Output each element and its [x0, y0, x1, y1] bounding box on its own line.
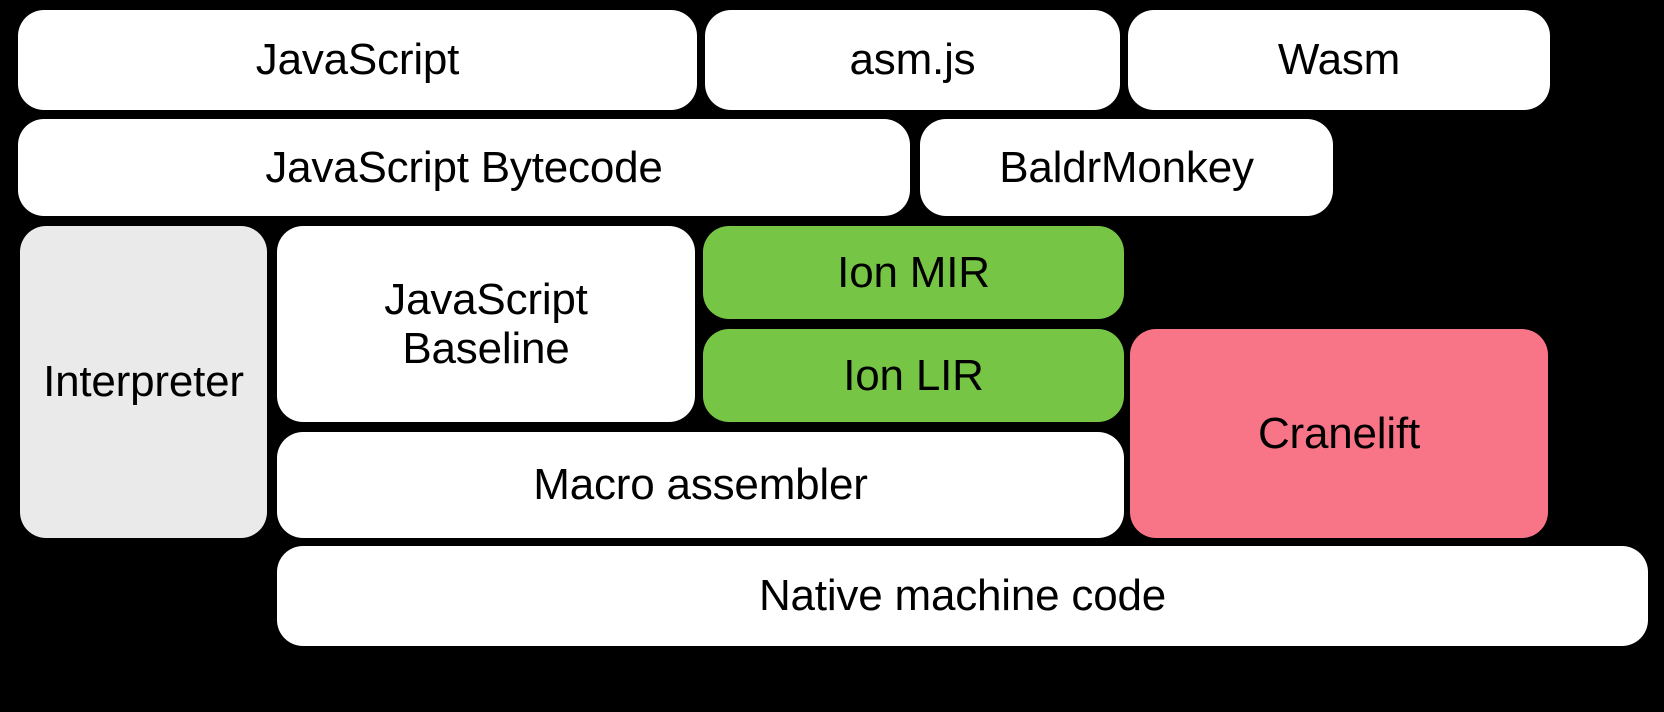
node-javascript: JavaScript	[18, 10, 697, 110]
node-asmjs: asm.js	[705, 10, 1120, 110]
node-native-machine-code: Native machine code	[277, 546, 1648, 646]
node-cranelift: Cranelift	[1130, 329, 1548, 538]
node-interpreter: Interpreter	[20, 226, 267, 538]
node-wasm: Wasm	[1128, 10, 1550, 110]
node-baldrmonkey: BaldrMonkey	[920, 119, 1333, 216]
node-ion-lir: Ion LIR	[703, 329, 1124, 422]
node-macro-assembler: Macro assembler	[277, 432, 1124, 538]
node-javascript-bytecode: JavaScript Bytecode	[18, 119, 910, 216]
node-ion-mir: Ion MIR	[703, 226, 1124, 319]
node-javascript-baseline: JavaScript Baseline	[277, 226, 695, 422]
